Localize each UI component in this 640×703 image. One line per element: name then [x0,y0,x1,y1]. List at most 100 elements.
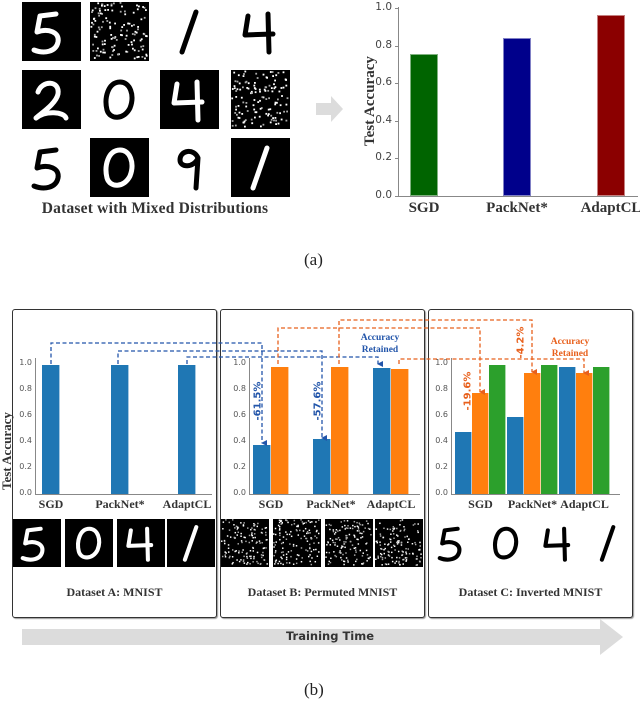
digit-tile [90,70,149,129]
bar-sgd-series-0 [253,444,271,494]
digit-tile [160,2,219,61]
y-tick-label: 0.8 [19,384,32,393]
training-time-arrow-icon [22,619,623,655]
y-tick [395,158,398,160]
digit-tile [90,2,149,61]
bar-adaptcl [597,14,625,196]
x-axis [35,494,212,495]
y-tick-label: 1.0 [233,358,246,367]
y-axis [398,7,399,197]
bar-adaptcl-series-1 [576,373,593,494]
dataset-b-title: Dataset B: Permuted MNIST [247,585,398,599]
y-tick-label: 0.4 [375,113,392,126]
y-tick-label: 0.4 [435,436,448,445]
digit-tile [375,519,423,567]
y-tick-label: 0.4 [233,436,246,445]
x-tick-label: SGD [258,497,284,511]
bar-packnet [503,37,531,196]
dataset-c-title: Dataset C: Inverted MNIST [458,585,603,599]
digit-tile [90,138,149,197]
bar-packnet-series-0 [507,417,524,494]
digit-tile [167,519,215,567]
y-tick-label: 0.0 [233,488,246,497]
x-axis [249,494,420,495]
y-tick [395,120,398,122]
digit-tile [22,70,81,129]
bar-adaptcl-series-1 [391,369,409,494]
y-tick-label: 1.0 [435,358,448,367]
caption-a: (a) [304,250,323,269]
bar-packnet-series-0 [111,365,129,494]
y-tick-label: 0.0 [19,488,32,497]
y-tick-label: 0.8 [233,384,246,393]
x-tick-label: SGD [408,200,440,216]
digit-tile [584,519,632,567]
y-tick [395,83,398,85]
training-time-label: Training Time [285,629,375,643]
y-tick-label: 0.2 [375,151,392,164]
digit-tile [221,519,269,567]
digit-tile [231,2,290,61]
x-axis [398,196,638,197]
bar-sgd-series-0 [42,365,60,494]
bar-adaptcl-series-0 [373,367,391,494]
y-axis [249,358,250,494]
y-tick-label: 0.6 [19,410,32,419]
bar-sgd [410,54,438,196]
bar-packnet-series-1 [524,373,541,494]
bar-sgd-series-1 [271,366,289,494]
retained-b-label: Accuracy Retained [360,333,400,355]
retained-c-label: Accuracy Retained [550,337,590,359]
digit-tile [231,138,290,197]
digit-tile [13,519,61,567]
mixed-dataset-title: Dataset with Mixed Distributions [41,200,269,217]
digit-tile [534,519,582,567]
x-tick-label: PackNet* [507,497,558,511]
y-tick-label: 1.0 [375,1,392,13]
bar-packnet-series-1 [331,366,349,494]
x-tick-label: AdaptCL [162,497,212,511]
y-axis [451,358,452,494]
x-tick-label: SGD [468,497,493,511]
y-tick-label: 0.4 [19,436,32,445]
bar-adaptcl-series-2 [593,366,610,494]
dataset-a-title: Dataset A: MNIST [66,585,163,599]
digit-tile [22,2,81,61]
y-tick-label: 0.0 [375,189,392,201]
bar-adaptcl-series-0 [178,365,196,494]
bar-sgd-series-2 [489,365,506,494]
digit-tile [482,519,530,567]
x-tick-label: AdaptCL [560,497,609,511]
x-axis [451,494,620,495]
sgd-drop-b-label: -61.5% [252,381,264,421]
packnet-drop-c-label: -4.2% [515,326,527,359]
y-tick-label: 0.2 [435,462,448,471]
digit-tile [160,70,219,129]
bar-adaptcl-series-0 [559,366,576,494]
sgd-drop-c-label: -19.6% [462,371,474,411]
y-tick-label: 0.0 [435,488,448,497]
y-tick [395,8,398,9]
digit-tile [22,138,81,197]
y-tick-label: 0.6 [375,76,392,89]
y-tick-label: 0.8 [435,384,448,393]
y-tick [395,196,398,197]
digit-tile [273,519,321,567]
x-tick-label: SGD [38,497,64,511]
x-tick-label: AdaptCL [366,497,416,511]
bar-sgd-series-0 [455,431,472,494]
x-tick-label: AdaptCL [580,200,640,216]
y-tick-label: 0.6 [435,410,448,419]
y-tick-label: 0.8 [375,38,392,51]
digit-tile [117,519,165,567]
bar-sgd-series-1 [472,392,489,494]
digit-tile [430,519,478,567]
y-tick-label: 1.0 [19,358,32,367]
annotation-connectors [50,319,589,446]
x-tick-label: PackNet* [306,497,356,511]
packnet-drop-b-label: -57.6% [312,381,324,421]
y-tick-label: 0.2 [233,462,246,471]
y-tick [395,45,398,47]
y-tick-label: 0.2 [19,462,32,471]
digit-tile [65,519,113,567]
